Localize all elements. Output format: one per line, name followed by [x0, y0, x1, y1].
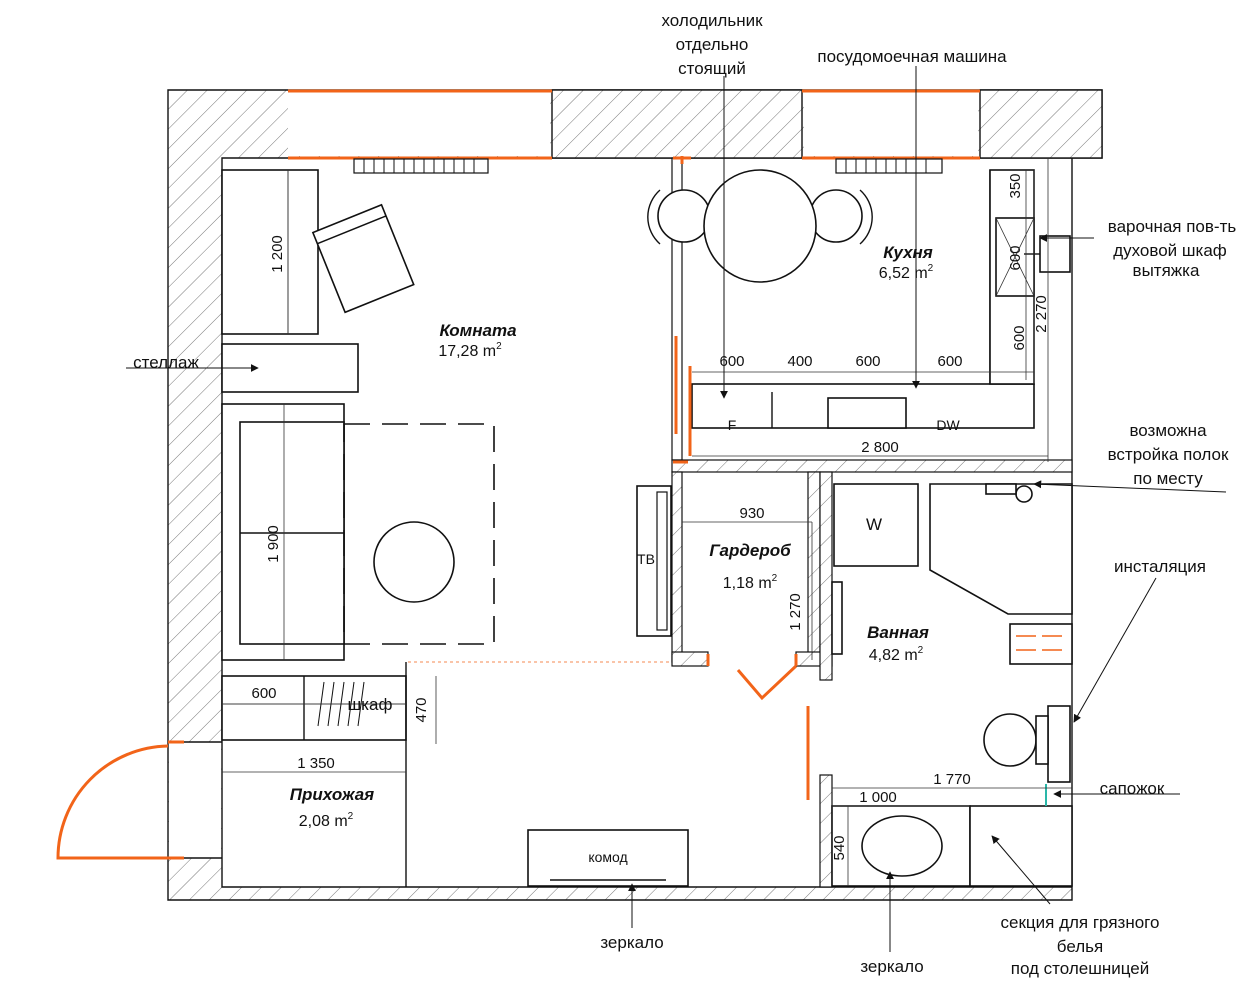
callout-dishwasher: посудомоечная машина	[817, 47, 1007, 66]
radiators	[353, 158, 943, 174]
dim-k2800: 2 800	[861, 439, 899, 456]
room-labels: Комната 17,28 m2 Кухня 6,52 m2 Гардероб …	[290, 243, 934, 830]
dim-h470: 470	[413, 697, 430, 722]
dim-h1350: 1 350	[297, 755, 335, 772]
dim-k600a: 600	[719, 353, 744, 370]
fridge-mark: F	[728, 417, 737, 433]
room-area-kitchen: 6,52 m2	[879, 263, 934, 282]
room-area-hall: 2,08 m2	[299, 811, 354, 830]
kitchen-furniture	[647, 169, 1071, 456]
dim-sofa: 1 900	[265, 525, 282, 563]
callout-laundry-2: белья	[1057, 937, 1103, 956]
bathroom-furniture	[806, 483, 1073, 887]
dim-b1000: 1 000	[859, 789, 897, 806]
room-name-kitchen: Кухня	[883, 243, 933, 262]
dim-k400: 400	[787, 353, 812, 370]
dishwasher-mark: DW	[936, 417, 960, 433]
dim-b540: 540	[831, 835, 848, 860]
dim-w1270: 1 270	[787, 593, 804, 631]
walls	[167, 89, 1103, 901]
room-area-bath: 4,82 m2	[869, 645, 924, 664]
dim-h600: 600	[251, 685, 276, 702]
dim-k2270: 2 270	[1033, 295, 1050, 333]
dim-k600c: 600	[937, 353, 962, 370]
room-name-wardrobe: Гардероб	[709, 541, 791, 560]
callout-leaders	[126, 66, 1227, 952]
room-name-living: Комната	[439, 321, 516, 340]
callout-laundry-3: под столешницей	[1011, 959, 1150, 978]
washer-label: W	[866, 515, 882, 534]
callout-hob: варочная пов-ть	[1108, 217, 1237, 236]
dim-armchair: 1 200	[269, 235, 286, 273]
callout-install: инсталяция	[1114, 557, 1206, 576]
tv-label: ТВ	[637, 551, 655, 567]
callout-shelves-3: по месту	[1133, 469, 1203, 488]
dimension-lines	[222, 158, 1072, 886]
callout-shoe: сапожок	[1100, 779, 1165, 798]
room-name-hall: Прихожая	[290, 785, 374, 804]
callout-fridge-2: отдельно	[676, 35, 749, 54]
dresser-label: комод	[588, 849, 627, 865]
item-labels: ТВ W F DW комод шкаф	[348, 417, 961, 865]
room-area-living: 17,28 m2	[438, 341, 502, 360]
callout-fridge-3: стоящий	[678, 59, 746, 78]
callout-mirror-bath: зеркало	[860, 957, 923, 976]
dim-k600v2: 600	[1011, 325, 1028, 350]
dim-k600v: 600	[1007, 245, 1024, 270]
dim-k600b: 600	[855, 353, 880, 370]
room-area-wardrobe: 1,18 m2	[723, 573, 778, 592]
callout-rack: стеллаж	[133, 353, 199, 372]
room-name-bath: Ванная	[867, 623, 929, 642]
callout-texts: холодильник отдельно стоящий посудомоечн…	[133, 11, 1236, 978]
callout-oven: духовой шкаф	[1113, 241, 1227, 260]
callout-fridge-1: холодильник	[661, 11, 763, 30]
callout-mirror-hall: зеркало	[600, 933, 663, 952]
dim-w930: 930	[739, 505, 764, 522]
living-room-furniture	[221, 169, 672, 663]
callout-shelves-1: возможна	[1129, 421, 1207, 440]
dim-k350: 350	[1007, 173, 1024, 198]
callout-laundry-1: секция для грязного	[1001, 913, 1160, 932]
callout-shelves-2: встройка полок	[1108, 445, 1229, 464]
dim-b1770: 1 770	[933, 771, 971, 788]
callout-hood: вытяжка	[1133, 261, 1200, 280]
wardrobe-furniture	[736, 664, 798, 701]
dimension-texts: 1 200 1 900 350 600 600 2 270 600 400 60…	[251, 173, 1050, 860]
closet-label: шкаф	[348, 695, 393, 714]
